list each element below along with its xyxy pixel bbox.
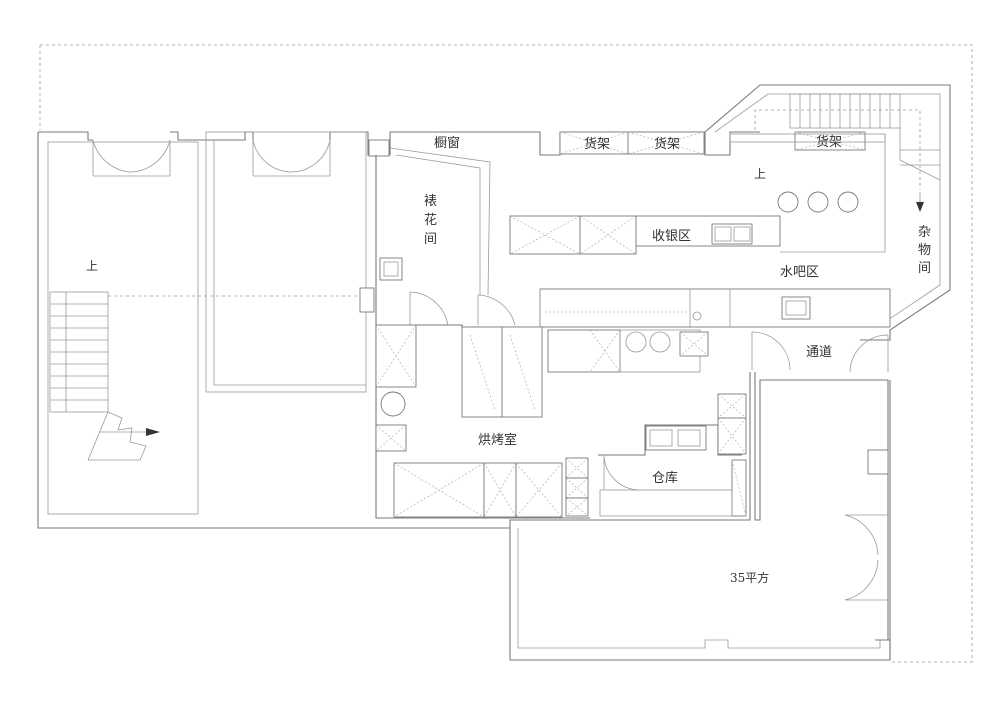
door-flower-to-baking <box>477 294 516 326</box>
lower-room-wall <box>509 519 598 528</box>
stair-arrow-right <box>916 202 924 212</box>
label-flower-room-1: 裱 <box>424 194 437 209</box>
upper-right-inner-wall <box>714 93 941 323</box>
cashier-counter <box>509 215 781 255</box>
property-boundary <box>40 44 973 663</box>
sink-flower-room-inner <box>383 261 399 277</box>
label-storage-room-1: 杂 <box>918 225 931 240</box>
column-2 <box>368 139 390 157</box>
column-1 <box>359 287 375 313</box>
warehouse-shelf-bottom <box>599 489 733 517</box>
outer-wall-top <box>38 131 93 141</box>
lower-room-right-wall <box>754 372 889 640</box>
flower-room-door <box>409 291 449 326</box>
label-baking-room: 烘烤室 <box>478 432 517 448</box>
water-bar-counter <box>539 288 891 328</box>
right-staircase <box>789 93 941 181</box>
shelf-top-3 <box>794 131 866 151</box>
label-area: 35平方 <box>730 570 769 585</box>
facade-segment <box>170 131 254 141</box>
label-storage-room-3: 间 <box>918 261 931 276</box>
label-cashier: 收银区 <box>652 229 691 244</box>
left-inner-room <box>205 131 367 393</box>
facade-segment-2 <box>329 131 760 156</box>
label-flower-room-2: 花 <box>424 212 437 228</box>
label-up-left: 上 <box>86 259 98 273</box>
label-storage-room-2: 物 <box>918 243 931 258</box>
door-arc-2 <box>252 139 331 173</box>
door-arc-1 <box>92 139 171 173</box>
passage-door-right <box>849 334 889 373</box>
stair-guide-upper <box>754 109 921 190</box>
left-column-cabinets <box>375 324 417 452</box>
warehouse-wall <box>598 424 742 456</box>
label-warehouse: 仓库 <box>652 470 678 486</box>
window-display-edge <box>389 147 491 296</box>
baking-room-wall-right <box>598 372 751 521</box>
stair-arrow-left <box>146 428 160 436</box>
label-water-bar: 水吧区 <box>780 265 819 280</box>
lower-room-door-bottom <box>844 559 888 601</box>
stool-2 <box>807 191 829 213</box>
stool-1 <box>777 191 799 213</box>
shelf-top-2 <box>627 131 705 155</box>
warehouse-sink-2 <box>677 429 701 447</box>
oven-2 <box>501 326 543 418</box>
label-shelf-2: 货架 <box>654 136 680 152</box>
left-inner-wall <box>213 140 366 386</box>
passage-door-left <box>751 331 791 371</box>
label-window: 橱窗 <box>434 135 460 151</box>
label-flower-room-3: 间 <box>424 232 437 247</box>
sink-flower-room <box>379 257 403 281</box>
label-passage: 通道 <box>806 345 832 360</box>
lower-room-door-top <box>844 514 888 556</box>
oven-1 <box>461 326 503 418</box>
bottom-cabinets <box>393 457 589 518</box>
upper-right-wall <box>704 84 951 341</box>
label-up-right: 上 <box>754 167 766 181</box>
left-staircase <box>49 291 147 461</box>
label-shelf-1: 货架 <box>584 136 610 152</box>
baking-room-wall-bottom-left <box>375 455 590 519</box>
lower-room-inner <box>517 528 881 649</box>
window-display-edge-2 <box>395 154 481 295</box>
equipment-row-middle <box>547 329 709 373</box>
column-lower-right <box>867 449 889 475</box>
stool-3 <box>837 191 859 213</box>
warehouse-sink-1 <box>649 429 673 447</box>
warehouse-shelves-right <box>717 393 747 517</box>
left-room <box>47 141 199 515</box>
warehouse-door <box>603 454 641 491</box>
